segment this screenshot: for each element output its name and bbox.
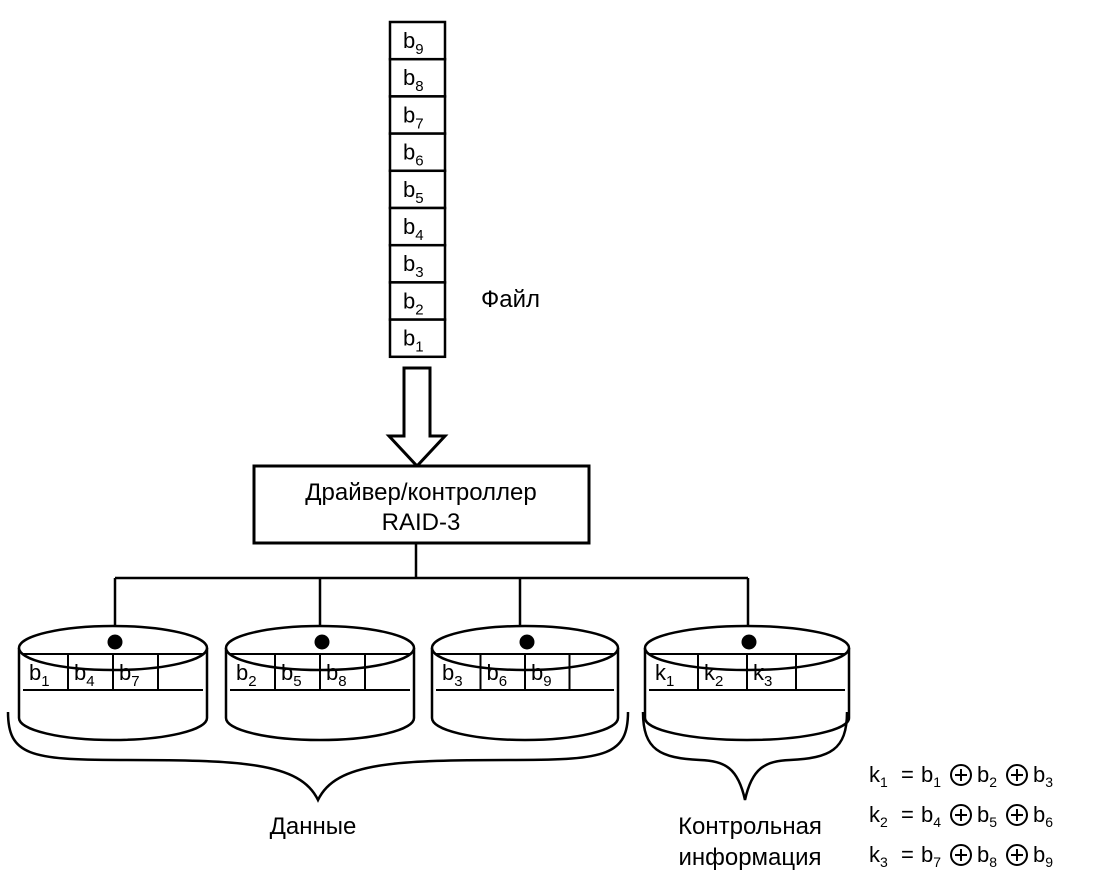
- disk-data-2: b2 b5 b8: [224, 624, 416, 742]
- parity-equation: k2 = b4 b5 b6: [869, 802, 1053, 830]
- disk-array: b1 b4 b7 b2 b5 b8 b3 b6 b9 k1 k2 k3: [17, 624, 851, 742]
- equals-sign: =: [901, 802, 914, 827]
- file-label: Файл: [481, 286, 540, 313]
- file-block-label: b5: [403, 177, 424, 207]
- xor-icon: [950, 804, 972, 826]
- disk-data-3: b3 b6 b9: [430, 624, 620, 742]
- bus-lines: [113, 543, 750, 646]
- file-block-cell: [388, 206, 447, 247]
- controller-title: Драйвер/контроллер: [305, 479, 536, 506]
- file-block-label: b4: [403, 214, 424, 244]
- disk-block-label: b9: [531, 660, 552, 690]
- raid-controller: Драйвер/контроллер RAID-3: [252, 464, 591, 545]
- controller-subtitle: RAID-3: [382, 509, 461, 536]
- equals-sign: =: [901, 842, 914, 867]
- disk-block-label: b3: [442, 660, 463, 690]
- head-dot-icon: [314, 634, 330, 650]
- control-brace: [641, 711, 849, 801]
- disk-body: [224, 648, 416, 742]
- disk-block-label: b7: [119, 660, 140, 690]
- file-block-label: b7: [403, 102, 424, 132]
- file-block-cell: [388, 57, 447, 98]
- head-dot-icon: [519, 634, 535, 650]
- equation-term: b9: [1033, 842, 1053, 870]
- file-block-label: b1: [403, 326, 424, 356]
- file-block-label: b6: [403, 140, 424, 170]
- disk-block-label: k1: [655, 660, 674, 690]
- disk-body: [643, 648, 851, 742]
- data-label: Данные: [270, 813, 357, 840]
- disk-block-label: b8: [326, 660, 347, 690]
- file-block-label: b9: [403, 28, 424, 58]
- file-block-cell: [388, 243, 447, 284]
- equation-term: b1: [921, 762, 941, 790]
- parity-equations: k1 = b1 b2 b3 k2 = b4 b5 b6 k3 = b7 b8 b9: [869, 762, 1053, 870]
- equation-lhs: k3: [869, 842, 888, 870]
- xor-icon: [950, 764, 972, 786]
- disk-block-label: k2: [704, 660, 723, 690]
- file-block-label: b2: [403, 288, 424, 318]
- equation-term: b4: [921, 802, 941, 830]
- disk-block-label: b4: [74, 660, 95, 690]
- disk-block-label: k3: [753, 660, 772, 690]
- control-label-line2: информация: [678, 844, 821, 871]
- equation-lhs: k1: [869, 762, 888, 790]
- equation-lhs: k2: [869, 802, 888, 830]
- file-block-cell: [388, 281, 447, 321]
- down-arrow-icon: [385, 366, 449, 469]
- file-block-stack: b9 b8 b7 b6 b5 b4 b3 b2 b1: [388, 20, 447, 359]
- disk-data-1: b1 b4 b7: [17, 624, 209, 742]
- parity-equation: k1 = b1 b2 b3: [869, 762, 1053, 790]
- equation-term: b8: [977, 842, 997, 870]
- file-block-cell: [388, 318, 447, 359]
- equation-term: b7: [921, 842, 941, 870]
- disk-block-label: b5: [281, 660, 302, 690]
- disk-body: [17, 648, 209, 742]
- head-dot-icon: [107, 634, 123, 650]
- equals-sign: =: [901, 762, 914, 787]
- disk-block-label: b1: [29, 660, 50, 690]
- xor-icon: [1006, 844, 1028, 866]
- equation-term: b5: [977, 802, 997, 830]
- equation-term: b2: [977, 762, 997, 790]
- data-brace: [6, 711, 630, 803]
- disk-parity: k1 k2 k3: [643, 624, 851, 742]
- head-dot-icon: [741, 634, 757, 650]
- parity-equation: k3 = b7 b8 b9: [869, 842, 1053, 870]
- xor-icon: [1006, 804, 1028, 826]
- control-label-line1: Контрольная: [678, 813, 822, 840]
- xor-icon: [950, 844, 972, 866]
- file-block-label: b3: [403, 251, 424, 281]
- file-block-label: b8: [403, 65, 424, 95]
- equation-term: b3: [1033, 762, 1053, 790]
- disk-block-label: b6: [487, 660, 508, 690]
- equation-term: b6: [1033, 802, 1053, 830]
- disk-block-label: b2: [236, 660, 257, 690]
- disk-body: [430, 648, 620, 742]
- file-block-cell: [388, 95, 447, 135]
- xor-icon: [1006, 764, 1028, 786]
